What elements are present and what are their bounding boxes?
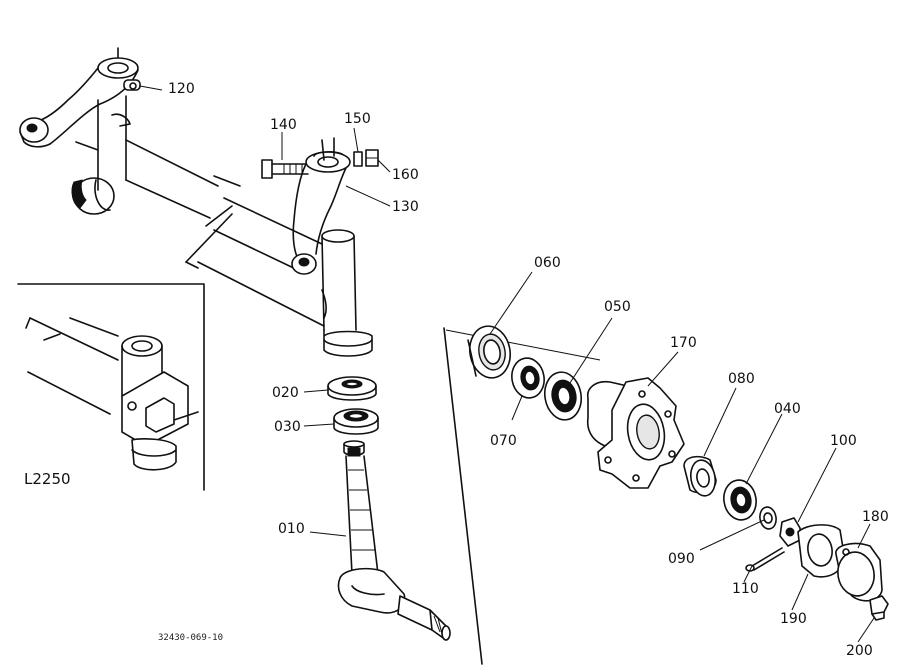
spindle-010-drawing — [337, 440, 451, 641]
part-label-090: 090 — [668, 551, 695, 567]
knuckle-arm-130-drawing — [261, 137, 379, 357]
axle-beam-drawing — [185, 197, 325, 327]
inset-drawing — [17, 283, 205, 491]
part-label-010: 010 — [278, 521, 305, 537]
part-label-120: 120 — [168, 81, 195, 97]
part-label-030: 030 — [274, 419, 301, 435]
part-label-160: 160 — [392, 167, 419, 183]
part-label-190: 190 — [780, 611, 807, 627]
part-label-100: 100 — [830, 433, 857, 449]
part-label-040: 040 — [774, 401, 801, 417]
part-label-200: 200 — [846, 643, 873, 659]
part-label-110: 110 — [732, 581, 759, 597]
part-label-080: 080 — [728, 371, 755, 387]
knuckle-arm-120-drawing — [19, 47, 241, 227]
part-label-150: 150 — [344, 111, 371, 127]
inset-model-label: L2250 — [24, 470, 71, 488]
part-label-020: 020 — [272, 385, 299, 401]
cap-180-drawing — [835, 542, 883, 602]
collar-070-drawing — [511, 357, 545, 399]
axis-line — [445, 329, 601, 361]
collar-080-drawing — [683, 455, 717, 497]
split-pin-110-drawing — [745, 547, 785, 572]
part-label-180: 180 — [862, 509, 889, 525]
hub-170-drawing — [586, 377, 685, 489]
washer-090-drawing — [759, 506, 777, 530]
bearing-040-drawing — [723, 479, 757, 521]
gasket-190-drawing — [797, 524, 845, 578]
nut-100-drawing — [779, 517, 801, 547]
part-label-170: 170 — [670, 335, 697, 351]
plug-200-drawing — [869, 595, 889, 621]
bearing-020-drawing — [327, 376, 377, 401]
part-label-140: 140 — [270, 117, 297, 133]
drawing-code: 32430-069-10 — [158, 633, 224, 643]
bearing-030-drawing — [333, 408, 379, 435]
center-line — [443, 327, 483, 665]
part-label-050: 050 — [604, 299, 631, 315]
bearing-050-drawing — [543, 371, 583, 421]
part-label-130: 130 — [392, 199, 419, 215]
part-label-070: 070 — [490, 433, 517, 449]
part-label-060: 060 — [534, 255, 561, 271]
leader-lines — [139, 85, 875, 643]
oil-seal-060-drawing — [467, 325, 512, 379]
